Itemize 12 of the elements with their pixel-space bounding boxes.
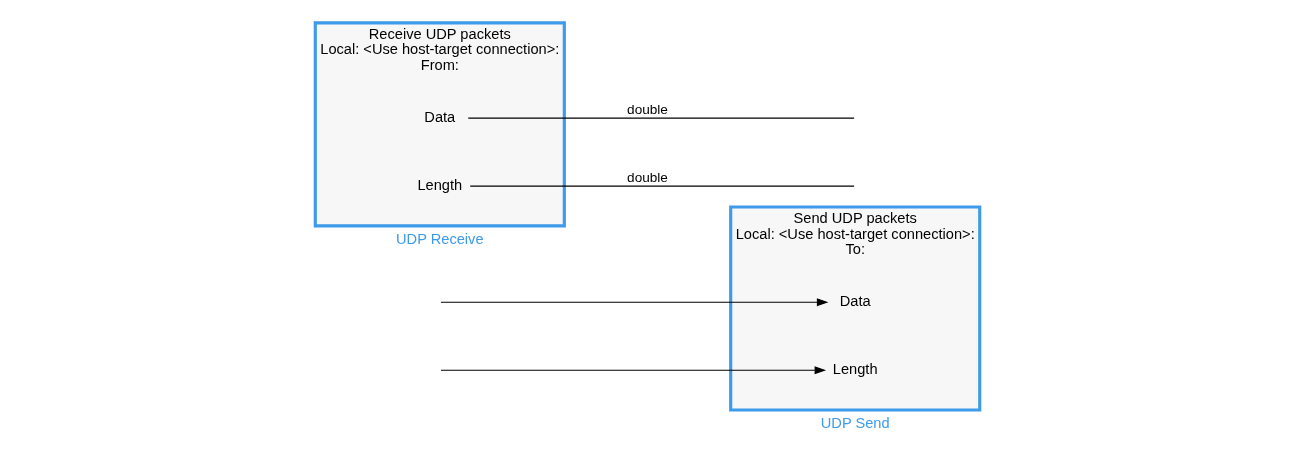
edge-label: double — [627, 170, 668, 186]
node-text: Data — [839, 293, 871, 310]
connector — [469, 185, 855, 187]
node-text: Length — [832, 361, 878, 378]
arrow — [440, 298, 829, 307]
node-text: Length — [417, 176, 463, 193]
connector — [467, 117, 855, 119]
edge-label: double — [627, 102, 668, 118]
node-text: Data — [424, 108, 456, 125]
node-label: UDP Send — [820, 415, 890, 432]
node-label: UDP Receive — [396, 230, 484, 247]
arrow — [440, 366, 827, 375]
